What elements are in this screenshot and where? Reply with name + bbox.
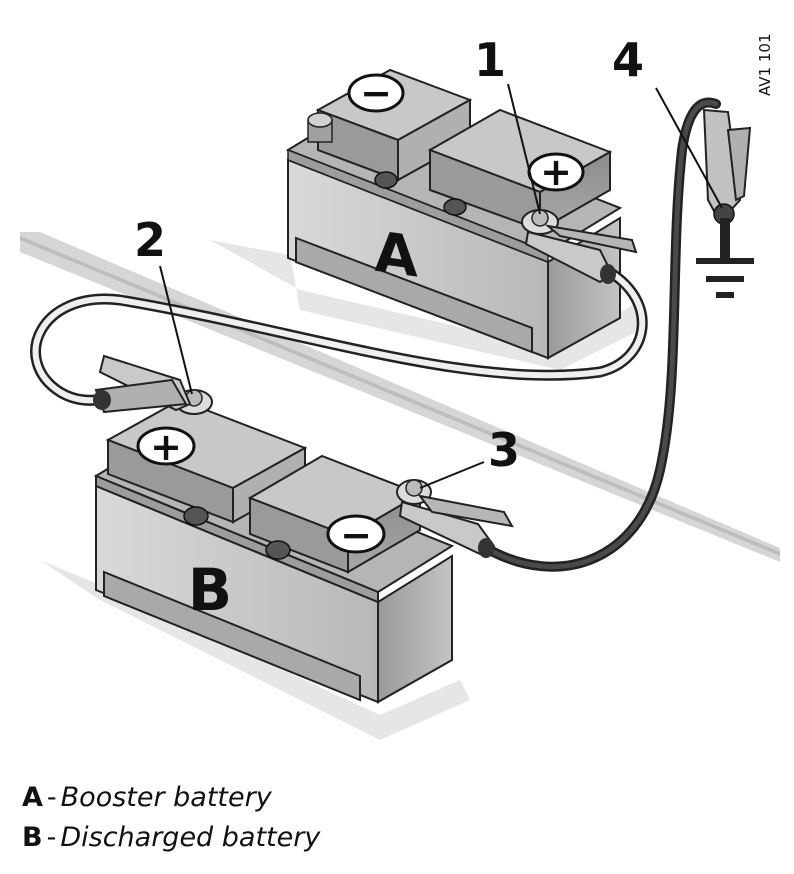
clamp-2 xyxy=(93,354,213,415)
battery-b-plus-symbol: + xyxy=(150,425,182,469)
battery-b-letter: B xyxy=(188,556,232,624)
clamp-1 xyxy=(521,209,638,284)
battery-a-minus-badge xyxy=(347,73,405,113)
legend-item: B-Discharged battery xyxy=(22,818,622,858)
clamp-4 xyxy=(702,108,752,225)
legend-separator: - xyxy=(46,822,57,853)
ground-symbol-icon xyxy=(696,218,754,298)
battery-a-letter: A xyxy=(374,220,418,291)
leader-line-3 xyxy=(419,461,485,489)
figure-code: AV1 101 xyxy=(756,8,776,98)
figure-code-text: AV1 101 xyxy=(756,33,774,96)
legend-key: B xyxy=(22,822,43,853)
callout-2: 2 xyxy=(134,213,166,267)
jump-start-diagram: − + A + − B xyxy=(20,33,780,740)
legend-key: A xyxy=(22,782,43,813)
legend-description: Booster battery xyxy=(60,782,272,813)
leader-line-4 xyxy=(655,87,723,209)
battery-a-minus-symbol: − xyxy=(360,71,392,115)
battery-b-plus-badge xyxy=(136,426,196,466)
battery-a-shadow xyxy=(210,240,640,370)
callout-4: 4 xyxy=(612,33,644,87)
legend-description: Discharged battery xyxy=(60,822,321,853)
battery-b-shadow xyxy=(40,560,470,740)
legend: A-Booster battery B-Discharged battery xyxy=(22,778,622,858)
callout-1: 1 xyxy=(474,33,506,87)
battery-b-minus-badge xyxy=(326,514,386,554)
battery-b-minus-symbol: − xyxy=(340,513,372,557)
callout-3: 3 xyxy=(488,423,520,477)
leader-line-2 xyxy=(159,265,193,395)
legend-separator: - xyxy=(46,782,57,813)
leader-line-1 xyxy=(507,83,541,215)
battery-b: + − B xyxy=(93,398,455,704)
battery-a-plus-symbol: + xyxy=(540,150,572,194)
legend-item: A-Booster battery xyxy=(22,778,622,818)
